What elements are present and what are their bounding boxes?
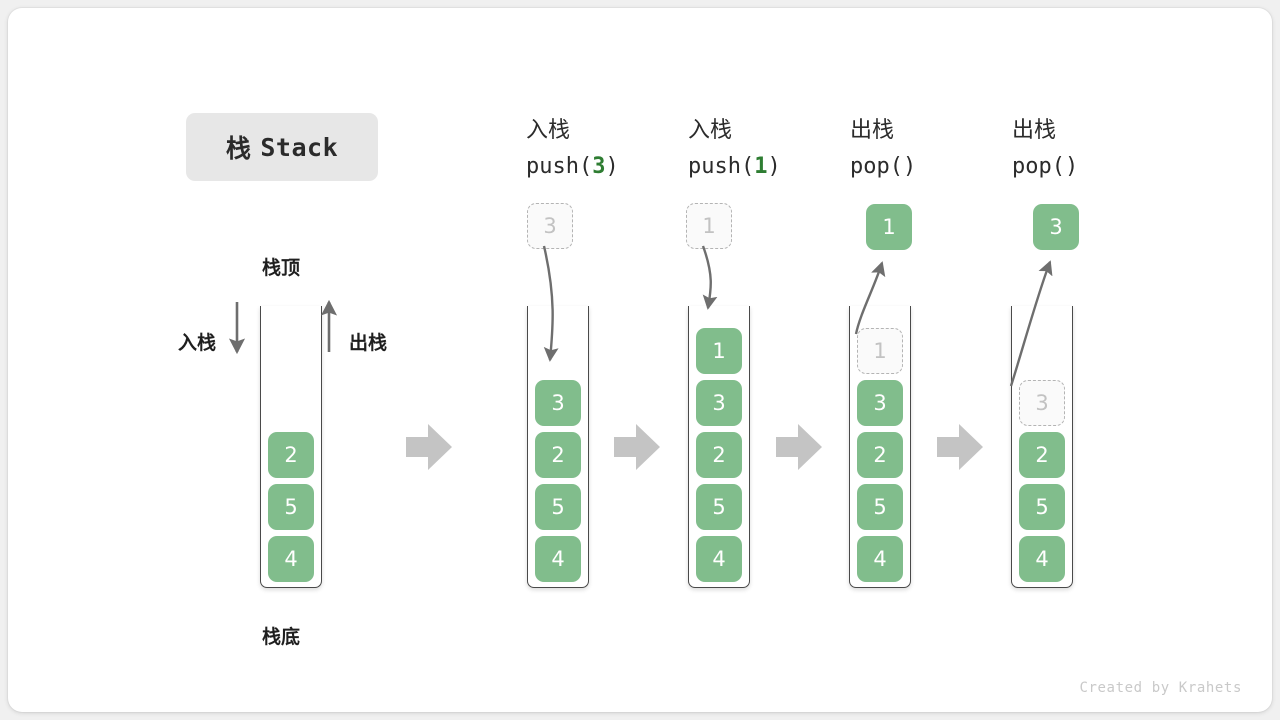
- stack-cell: 4: [535, 536, 581, 582]
- label-stack-top: 栈顶: [262, 257, 301, 279]
- op-code-suffix: ): [605, 154, 619, 179]
- op-label-code: push(3): [526, 149, 619, 185]
- title-badge: 栈 Stack: [186, 113, 378, 181]
- stack-cell: 2: [1019, 432, 1065, 478]
- op-label-cn: 出栈: [1012, 118, 1057, 143]
- op-label-push-1: 入栈 push(1): [688, 113, 781, 185]
- stack-cell: 2: [268, 432, 314, 478]
- stack-cell: 3: [857, 380, 903, 426]
- stack-cell: 5: [1019, 484, 1065, 530]
- op-label-code: pop(): [850, 149, 916, 185]
- op-code-prefix: push(: [526, 154, 593, 179]
- op-code-suffix: ): [902, 154, 917, 179]
- stack-cell: 2: [857, 432, 903, 478]
- pop-arrow-1: [854, 261, 886, 335]
- push-arrow-1: [701, 245, 718, 310]
- op-code-suffix: ): [1064, 154, 1079, 179]
- op-code-arg: 3: [592, 154, 606, 179]
- label-pop-side: 出栈: [349, 332, 388, 354]
- stack-cell: 4: [1019, 536, 1065, 582]
- stack-cell-ghost: 1: [857, 328, 903, 374]
- stack-cell: 2: [696, 432, 742, 478]
- stack-cell: 5: [696, 484, 742, 530]
- title-badge-cn: 栈: [225, 134, 252, 163]
- flow-arrow: [776, 424, 822, 470]
- op-code-arg: 1: [754, 154, 768, 179]
- stack-cell: 1: [696, 328, 742, 374]
- floating-cell-push-3: 3: [527, 203, 573, 249]
- op-label-code: pop(): [1012, 149, 1078, 185]
- stack-cell: 4: [857, 536, 903, 582]
- arrow-overlay: [228, 245, 1053, 470]
- op-label-pop-2: 出栈 pop(): [1012, 113, 1078, 185]
- op-label-cn: 入栈: [688, 118, 733, 143]
- title-badge-en: Stack: [260, 132, 339, 162]
- pop-arrow-2: [1009, 260, 1053, 387]
- op-code-prefix: pop(: [850, 154, 903, 179]
- op-label-cn: 入栈: [526, 118, 571, 143]
- diagram-card: 栈 Stack 栈顶 栈底 入栈 出栈 2 5 4 入栈 push(3) 3 3…: [8, 8, 1272, 712]
- floating-cell-pop-1: 1: [866, 204, 912, 250]
- diagram-stage: 栈 Stack 栈顶 栈底 入栈 出栈 2 5 4 入栈 push(3) 3 3…: [8, 8, 1272, 712]
- label-push-side: 入栈: [178, 332, 217, 354]
- stack-cell: 4: [268, 536, 314, 582]
- stack-cell: 5: [268, 484, 314, 530]
- footer-credit: Created by Krahets: [1079, 680, 1242, 696]
- op-code-prefix: pop(: [1012, 154, 1065, 179]
- stack-cell: 3: [535, 380, 581, 426]
- stack-cell: 5: [857, 484, 903, 530]
- op-code-suffix: ): [767, 154, 781, 179]
- flow-arrow: [614, 424, 660, 470]
- op-label-code: push(1): [688, 149, 781, 185]
- op-label-pop-1: 出栈 pop(): [850, 113, 916, 185]
- push-arrow-3: [542, 245, 559, 362]
- stack-cell: 2: [535, 432, 581, 478]
- stack-cell: 4: [696, 536, 742, 582]
- stack-cell: 3: [696, 380, 742, 426]
- stack-cell: 5: [535, 484, 581, 530]
- op-label-push-3: 入栈 push(3): [526, 113, 619, 185]
- floating-cell-push-1: 1: [686, 203, 732, 249]
- floating-cell-pop-2: 3: [1033, 204, 1079, 250]
- flow-arrow: [406, 424, 452, 470]
- flow-arrow: [937, 424, 983, 470]
- label-stack-bottom: 栈底: [262, 626, 301, 648]
- op-label-cn: 出栈: [850, 118, 895, 143]
- op-code-prefix: push(: [688, 154, 755, 179]
- stack-cell-ghost: 3: [1019, 380, 1065, 426]
